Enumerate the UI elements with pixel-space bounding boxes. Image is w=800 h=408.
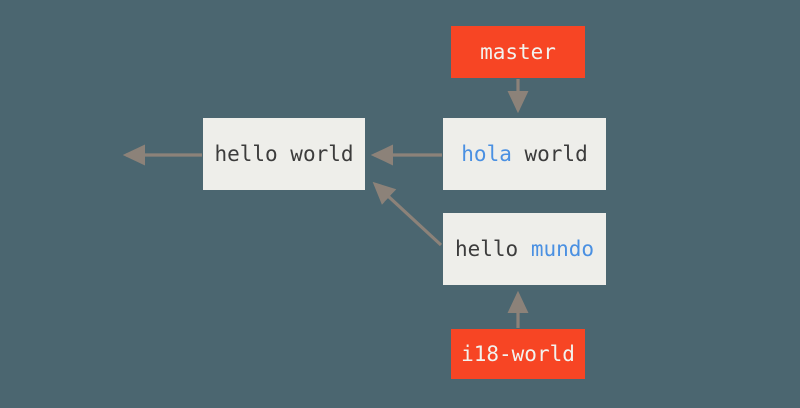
node-hola-world-commit-accent: hola [461, 142, 512, 166]
node-i18-world-ref-label: i18-world [461, 342, 575, 366]
node-hello-world-commit[interactable]: hello world [203, 118, 365, 190]
node-hello-mundo-commit-accent: mundo [530, 237, 595, 261]
node-hello-world-commit-label: hello world [214, 142, 354, 166]
edge-hello-mundo-to-hello-world [372, 181, 443, 247]
node-hola-world-commit-suffix: world [511, 142, 588, 166]
node-hello-mundo-commit-prefix: hello [454, 237, 531, 261]
node-master-ref[interactable]: master [451, 26, 585, 78]
node-hello-mundo-commit[interactable]: hello mundo [443, 213, 606, 285]
node-i18-world-ref[interactable]: i18-world [451, 329, 585, 379]
node-hola-world-commit[interactable]: hola world [443, 118, 606, 190]
node-master-ref-label: master [480, 40, 556, 64]
